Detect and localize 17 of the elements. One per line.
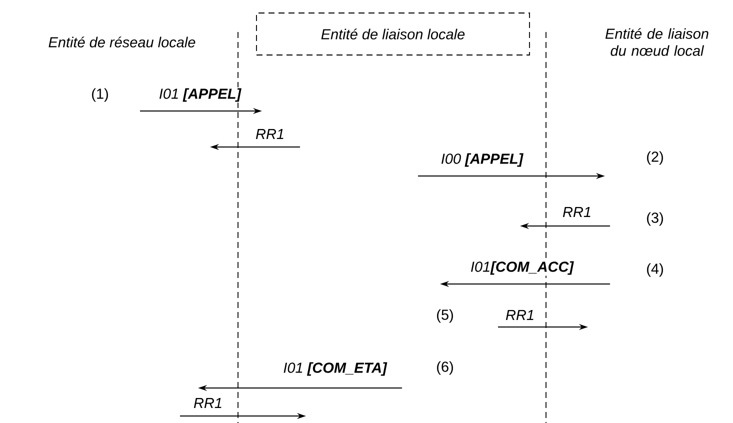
step-number: (6) [437,361,453,375]
step-number: (4) [647,263,663,277]
entity-heading: Entité de réseau locale [48,36,196,48]
message-label: RR1 [254,128,286,140]
step-number: (5) [437,309,453,323]
message-label: RR1 [504,309,536,321]
message-label: I01 [COM_ETA] [282,361,388,377]
step-number: (2) [647,151,663,165]
message-label: I01 [APPEL] [158,87,242,103]
message-label: I01[COM_ACC] [469,260,575,276]
step-number: (1) [92,88,108,102]
entity-box: Entité de liaison locale [256,12,530,56]
message-label: I00 [APPEL] [440,152,524,168]
entity-heading: Entité de liaison du nœud local [605,28,708,56]
message-label: RR1 [562,206,592,218]
step-number: (3) [647,212,663,226]
message-label: RR1 [192,397,224,409]
